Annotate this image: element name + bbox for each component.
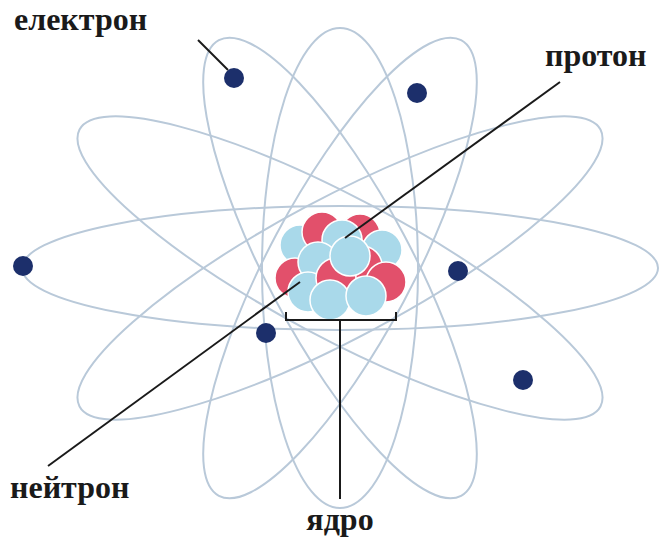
electron-dot: [224, 68, 244, 88]
electron-dot: [407, 83, 427, 103]
electron-dot: [13, 256, 33, 276]
nucleus-bracket: [286, 312, 396, 320]
leader-line: [48, 282, 300, 466]
leader-line: [339, 320, 341, 499]
part-label: ядро: [306, 502, 373, 537]
neutron-ball: [310, 280, 350, 320]
electron-dot: [513, 370, 533, 390]
nucleus: [275, 212, 406, 320]
orbit: [155, 6, 524, 529]
orbit: [155, 6, 524, 529]
orbit: [22, 206, 658, 330]
leader-line: [198, 40, 228, 70]
electron-group: [13, 68, 533, 390]
electron-dot: [448, 261, 468, 281]
orbit-group: [22, 6, 658, 529]
orbit: [262, 28, 418, 508]
neutron-ball: [346, 276, 386, 316]
part-label: електрон: [14, 2, 147, 37]
part-label: протон: [545, 38, 647, 73]
leader-line: [345, 82, 560, 238]
leader-group: [48, 40, 560, 499]
electron-dot: [256, 323, 276, 343]
neutron-ball: [330, 236, 370, 276]
part-label: нейтрон: [10, 470, 129, 505]
